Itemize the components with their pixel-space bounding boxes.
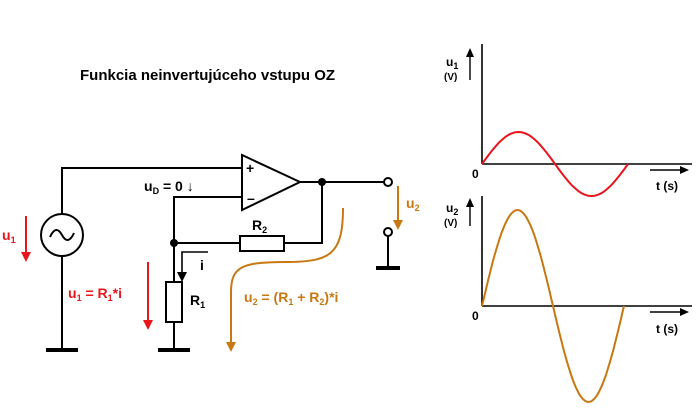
chart-u1-yunit: (V) bbox=[444, 72, 457, 83]
circuit bbox=[46, 153, 400, 352]
chart-u2-ylabel: u2 bbox=[446, 201, 458, 217]
current-label: i bbox=[200, 257, 204, 273]
current-arrow-head bbox=[177, 272, 187, 282]
wire-minus-input bbox=[173, 196, 242, 282]
u1-source-arrow-head bbox=[21, 252, 31, 262]
equation-u1: u1 = R1*i bbox=[68, 285, 122, 303]
chart-u1-x-arrow-head bbox=[680, 166, 689, 174]
u2-output-label: u2 bbox=[406, 195, 420, 213]
diagram-title: Funkcia neinvertujúceho vstupu OZ bbox=[80, 67, 335, 84]
chart-u1-series-line bbox=[481, 130, 629, 198]
chart-u2-origin: 0 bbox=[472, 309, 479, 323]
junction-feedback bbox=[170, 239, 178, 247]
u2-curve-arrow-head bbox=[226, 342, 236, 352]
u1-source-label: u1 bbox=[2, 227, 16, 245]
r1-label: R1 bbox=[190, 292, 205, 310]
chart-u1: u1 (V) 0 t (s) bbox=[444, 44, 692, 198]
opamp-triangle bbox=[241, 153, 303, 212]
opamp-minus-sign: – bbox=[247, 190, 255, 206]
r2-label: R2 bbox=[252, 217, 267, 235]
current-arrow bbox=[181, 251, 208, 274]
opamp-plus-sign: + bbox=[246, 160, 254, 176]
chart-u2-xlabel: t (s) bbox=[656, 322, 678, 336]
resistor-r2 bbox=[239, 235, 285, 252]
wire-input bbox=[61, 167, 242, 214]
chart-u2-x-arrow-head bbox=[680, 308, 689, 316]
chart-u1-origin: 0 bbox=[472, 167, 479, 181]
ud-label: uD = 0 ↓ bbox=[144, 178, 194, 196]
chart-u2-yunit: (V) bbox=[444, 218, 457, 229]
junction-output bbox=[318, 178, 326, 186]
equation-u2: u2 = (R1 + R2)*i bbox=[244, 289, 338, 307]
ac-source bbox=[40, 213, 84, 257]
chart-u1-y-arrow-head bbox=[466, 48, 474, 57]
u1-r1-arrow-head bbox=[143, 320, 153, 330]
chart-u2-series-line bbox=[481, 208, 625, 404]
u2-output-arrow-head bbox=[393, 220, 403, 230]
wire-feedback bbox=[284, 182, 323, 244]
chart-u1-ylabel: u1 bbox=[446, 55, 458, 71]
output-terminal-top bbox=[383, 177, 393, 187]
resistor-r1 bbox=[165, 281, 183, 323]
chart-u2: u2 (V) 0 t (s) bbox=[444, 196, 692, 404]
u2-curve-arrow bbox=[230, 207, 344, 344]
output-terminal-bottom bbox=[383, 227, 393, 237]
chart-u2-y-arrow-head bbox=[466, 198, 474, 207]
chart-u1-xlabel: t (s) bbox=[656, 179, 678, 193]
